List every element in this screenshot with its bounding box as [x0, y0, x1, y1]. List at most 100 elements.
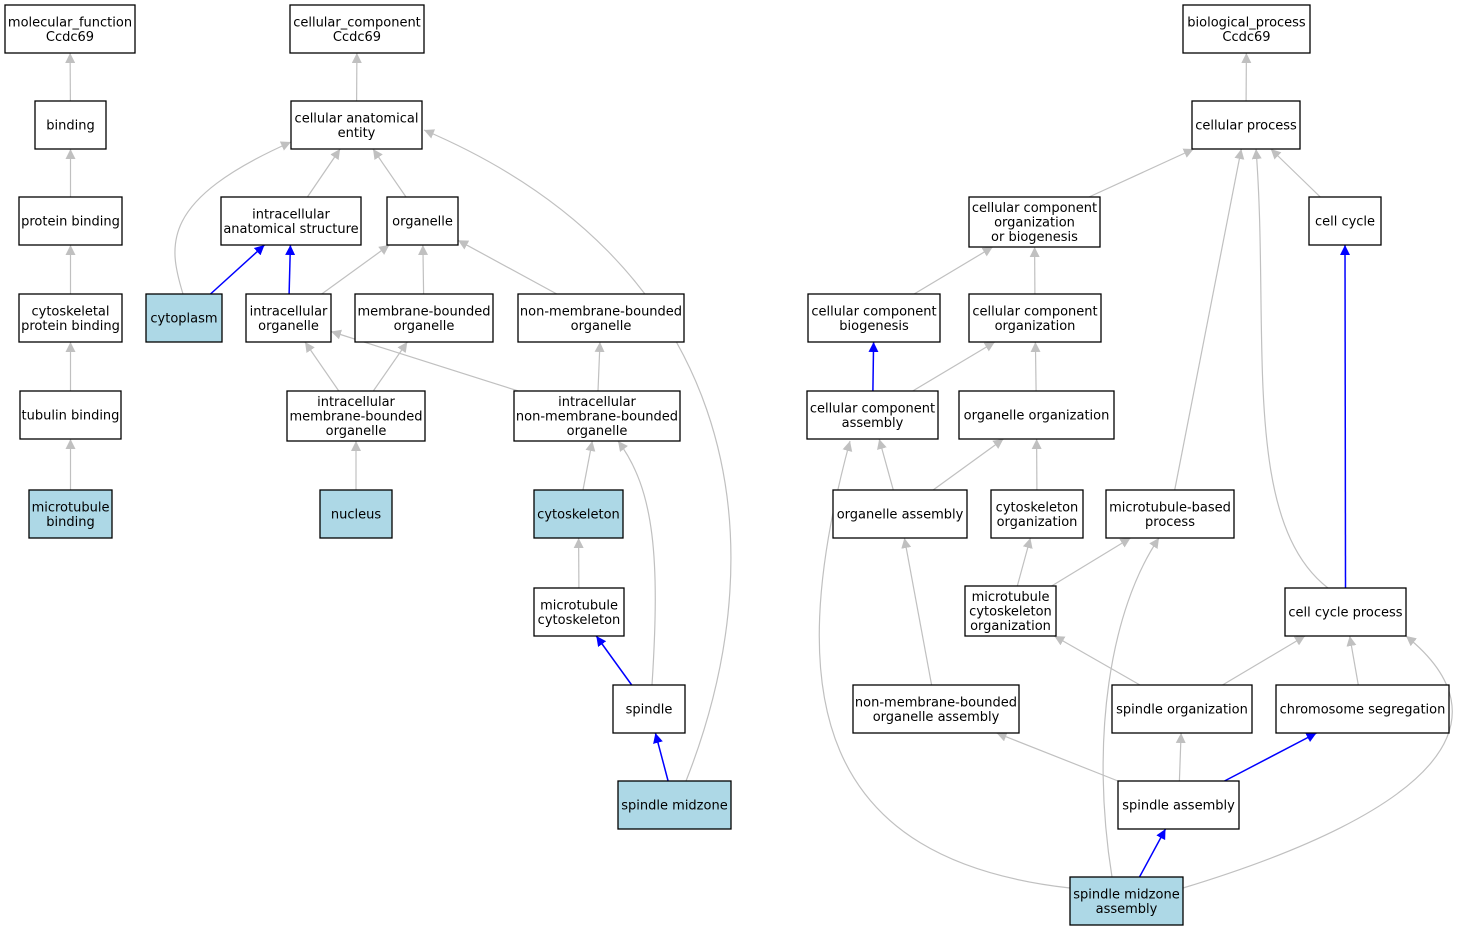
edge-intracellular-anatomical-structure-to-cellular-anatomical-entity — [306, 148, 341, 198]
edge-cc-org-or-biogenesis-to-cellular-process — [1088, 148, 1194, 198]
node-label: biogenesis — [839, 319, 909, 334]
node-binding[interactable]: binding — [34, 100, 107, 150]
node-spindle[interactable]: spindle — [612, 684, 686, 734]
node-label: organelle — [394, 319, 455, 334]
node-box — [832, 489, 968, 539]
edge-membrane-bounded-organelle-to-organelle — [418, 244, 429, 295]
edge-cell-cycle-process-to-cell-cycle — [1340, 244, 1351, 589]
node-label: intracellular — [252, 207, 330, 222]
node-label: organelle — [326, 424, 387, 439]
node-label: intracellular — [317, 395, 395, 410]
edge-spindle-organization-to-cell-cycle-process — [1222, 635, 1306, 686]
node-spindle-organization[interactable]: spindle organization — [1111, 684, 1253, 734]
node-label: cytoskeleton — [538, 613, 621, 628]
node-box — [807, 293, 941, 343]
edge-cytoplasm-to-cellular-anatomical-entity — [174, 141, 292, 295]
edge-cc-assembly-to-cc-organization — [912, 341, 996, 392]
node-label: organelle — [567, 424, 628, 439]
node-box — [1284, 587, 1407, 637]
edge-organelle-assembly-to-organelle-organization — [932, 438, 1004, 491]
node-box — [386, 196, 459, 246]
node-label: organelle — [392, 215, 453, 230]
node-box — [290, 100, 423, 150]
node-label: organelle assembly — [873, 710, 1000, 725]
node-label: spindle organization — [1116, 703, 1248, 718]
edge-intracellular-membrane-bounded-organelle-to-intracellular-organelle — [304, 341, 340, 392]
node-label: organization — [995, 319, 1076, 334]
node-spindle-midzone[interactable]: spindle midzone — [617, 780, 732, 830]
edge-spindle-organization-to-microtubule-cytoskeleton-organization — [1054, 635, 1141, 686]
node-box — [145, 293, 223, 343]
node-label: Ccdc69 — [46, 30, 94, 45]
node-organelle[interactable]: organelle — [386, 196, 459, 246]
node-protein-binding[interactable]: protein binding — [18, 196, 123, 246]
node-nucleus[interactable]: nucleus — [319, 489, 393, 539]
node-chromosome-segregation[interactable]: chromosome segregation — [1275, 684, 1450, 734]
node-label: cytoskeletal — [31, 304, 109, 319]
edge-nmbo-assembly-to-organelle-assembly — [901, 537, 933, 686]
node-spindle-assembly[interactable]: spindle assembly — [1117, 780, 1240, 830]
node-label: cellular component — [972, 304, 1097, 319]
node-organelle-assembly[interactable]: organelle assembly — [832, 489, 968, 539]
node-label: organelle — [258, 319, 319, 334]
node-label: cellular component — [810, 401, 935, 416]
node-label: cellular process — [1195, 119, 1297, 134]
node-label: binding — [46, 119, 94, 134]
node-label: organization — [994, 216, 1075, 231]
node-label: anatomical structure — [223, 222, 358, 237]
node-cellular-process[interactable]: cellular process — [1191, 100, 1301, 150]
node-box — [533, 587, 625, 637]
node-cytoplasm[interactable]: cytoplasm — [145, 293, 223, 343]
node-box — [617, 780, 732, 830]
edge-cytoskeleton-to-intracellular-non-membrane-bounded-organelle — [582, 440, 596, 491]
node-box — [968, 293, 1102, 343]
node-label: membrane-bounded — [357, 304, 490, 319]
node-label: cytoskeleton — [996, 500, 1079, 515]
node-label: organelle assembly — [837, 508, 964, 523]
node-intracellular-non-membrane-bounded-organelle[interactable]: intracellularnon-membrane-boundedorganel… — [513, 390, 681, 442]
node-cell-cycle-process[interactable]: cell cycle process — [1284, 587, 1407, 637]
edge-organelle-organization-to-cc-organization — [1030, 341, 1041, 392]
node-box — [19, 390, 122, 440]
node-label: microtubule-based — [1109, 500, 1231, 515]
edge-cell-cycle-to-cellular-process — [1270, 148, 1321, 198]
node-tubulin-binding[interactable]: tubulin binding — [19, 390, 122, 440]
node-label: microtubule — [540, 598, 618, 613]
edge-cell-cycle-process-to-cellular-process — [1251, 148, 1329, 589]
node-cytoskeleton[interactable]: cytoskeleton — [533, 489, 624, 539]
node-box — [806, 390, 939, 440]
node-cell-cycle[interactable]: cell cycle — [1308, 196, 1382, 246]
node-box — [958, 390, 1115, 440]
edge-microtubule-based-process-to-cellular-process — [1174, 148, 1245, 491]
node-label: non-membrane-bounded — [520, 304, 682, 319]
node-box — [533, 489, 624, 539]
edge-spindle-midzone-to-cellular-anatomical-entity — [423, 129, 732, 782]
node-label: cytoskeleton — [537, 508, 620, 523]
edge-organelle-to-cellular-anatomical-entity — [372, 148, 407, 198]
node-organelle-organization[interactable]: organelle organization — [958, 390, 1115, 440]
node-label: or biogenesis — [991, 230, 1078, 245]
edge-chromosome-segregation-to-cell-cycle-process — [1346, 635, 1359, 686]
